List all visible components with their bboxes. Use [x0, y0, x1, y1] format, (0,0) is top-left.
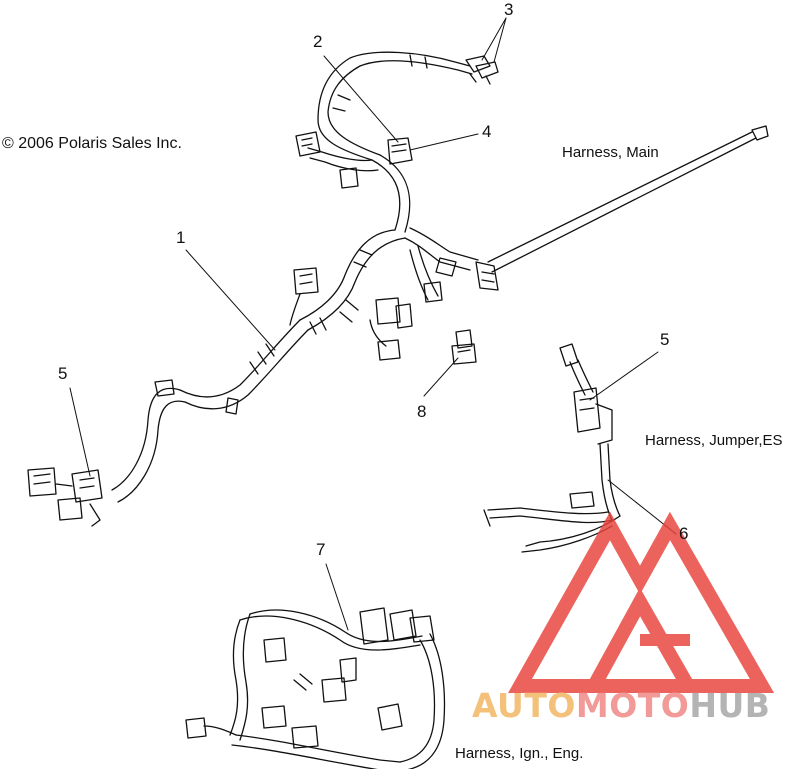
- harness-jumper-assembly: [483, 343, 621, 553]
- callout-2: 2: [313, 32, 323, 51]
- callout-5b: 5: [660, 330, 670, 349]
- copyright-text: © 2006 Polaris Sales Inc.: [2, 135, 182, 152]
- watermark-logo: [508, 511, 775, 693]
- harness-main-assembly: [27, 51, 769, 527]
- label-harness-jumper: Harness, Jumper,ES: [645, 432, 783, 449]
- label-harness-ignition: Harness, Ign., Eng.: [455, 745, 584, 762]
- callout-7: 7: [316, 540, 326, 559]
- watermark-text: AUTOMOTOHUB: [472, 686, 770, 725]
- callout-leaders: [69, 17, 677, 631]
- callout-8: 8: [417, 402, 427, 421]
- callout-6: 6: [679, 524, 689, 543]
- watermark-auto: AUTO: [472, 686, 576, 725]
- harness-ignition-assembly: [185, 607, 446, 769]
- callout-3: 3: [504, 0, 514, 19]
- callout-5a: 5: [58, 364, 68, 383]
- callout-4: 4: [482, 122, 492, 141]
- callout-1: 1: [176, 228, 186, 247]
- watermark-hub: HUB: [689, 686, 771, 725]
- label-harness-main: Harness, Main: [562, 144, 659, 161]
- watermark-moto: MOTO: [575, 686, 690, 725]
- connector-part-8: [451, 329, 477, 365]
